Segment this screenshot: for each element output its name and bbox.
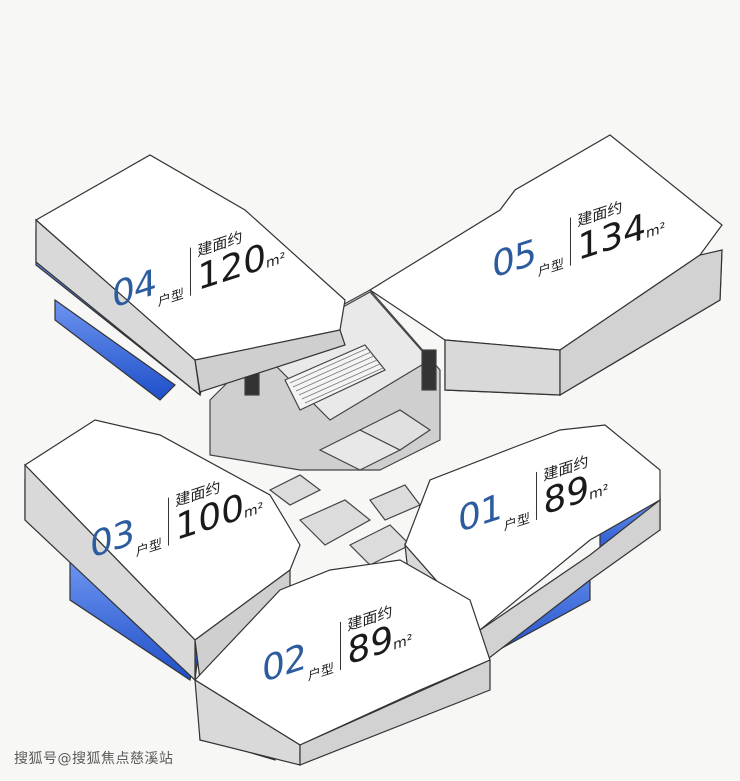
area-unit: m²: [589, 481, 609, 504]
area-unit: m²: [244, 499, 264, 523]
label-separator: [339, 621, 342, 670]
label-separator: [189, 246, 192, 296]
unit-number: 04: [112, 261, 156, 317]
watermark-text: 搜狐号@搜狐焦点慈溪站: [14, 751, 174, 767]
unit-number: 02: [262, 635, 306, 691]
unit-02-block: [194, 559, 491, 766]
label-separator: [167, 496, 170, 546]
unit-05-block: [368, 134, 723, 397]
unit-number: 03: [90, 511, 134, 567]
label-separator: [569, 216, 572, 266]
label-separator: [535, 471, 538, 520]
unit-number: 05: [492, 231, 536, 287]
area-unit: m²: [646, 219, 666, 243]
unit-04-block: [34, 154, 346, 401]
area-unit: m²: [266, 249, 286, 273]
area-unit: m²: [393, 631, 413, 654]
unit-number: 01: [458, 485, 502, 541]
unit-03-block: [24, 419, 301, 682]
